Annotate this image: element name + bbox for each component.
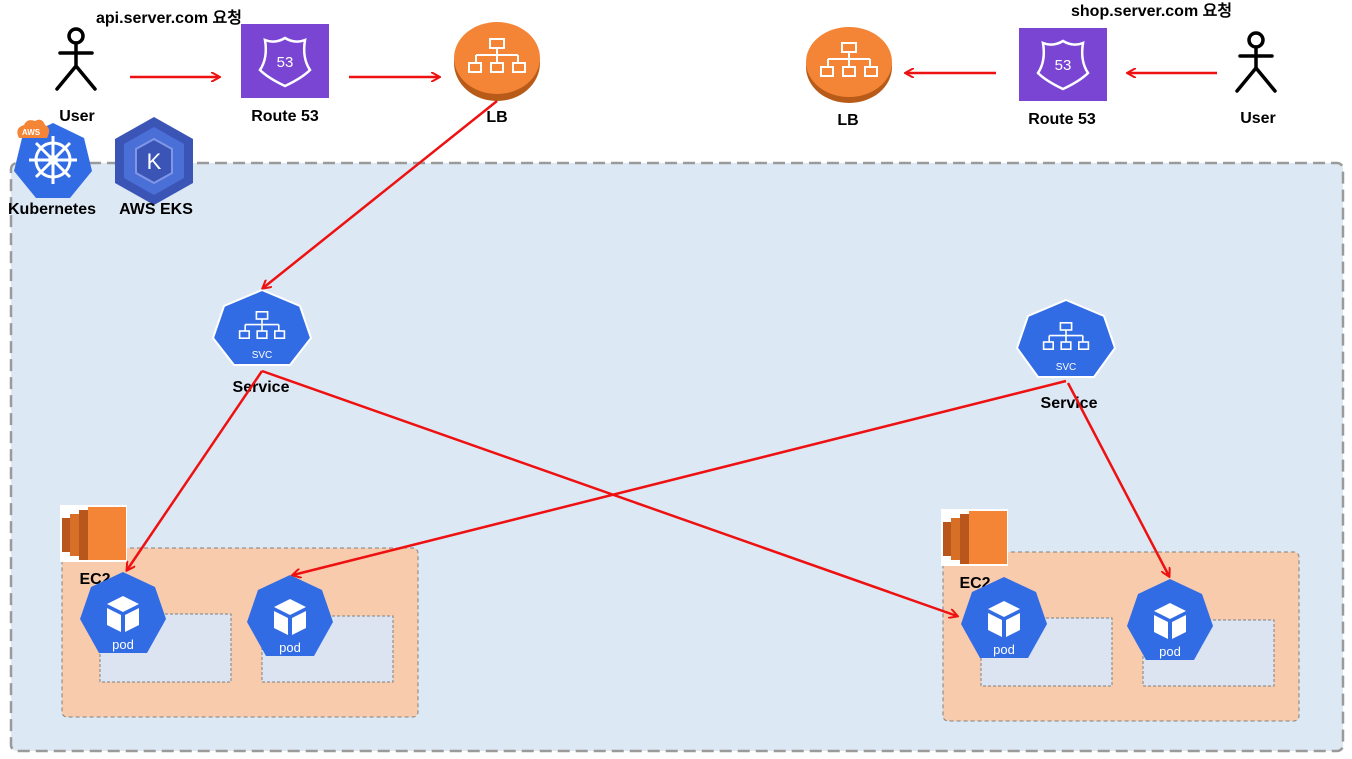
aws-eks-icon: K: [115, 117, 193, 205]
service-label: Service: [1041, 395, 1098, 412]
aws-eks-label: AWS EKS: [119, 201, 193, 218]
kubernetes-label: Kubernetes: [8, 201, 96, 218]
load-balancer-icon: [806, 27, 892, 103]
arrow-service-left-to-right-pod: [261, 369, 957, 616]
svg-text:pod: pod: [112, 637, 134, 652]
service-icon: SVC: [1015, 298, 1117, 378]
svg-text:K: K: [147, 149, 162, 174]
lb-label: LB: [486, 109, 507, 126]
svg-text:53: 53: [277, 54, 294, 71]
arrow-service-right-to-left-pod: [293, 379, 1067, 575]
svg-text:SVC: SVC: [1056, 362, 1077, 373]
user-icon: [1235, 31, 1277, 93]
load-balancer-icon: [454, 22, 540, 101]
user-icon: [55, 27, 97, 91]
route53-label: Route 53: [1028, 111, 1096, 128]
svg-text:pod: pod: [279, 640, 301, 655]
aws-badge: AWS: [22, 128, 41, 137]
request-label-right: shop.server.com 요청: [1071, 1, 1232, 20]
pod-icon: pod: [80, 572, 166, 653]
ec2-icon: [941, 509, 1008, 566]
service-icon: SVC: [211, 288, 313, 366]
route53-icon: 53: [241, 24, 329, 98]
arrow-service-right-to-pod: [1066, 382, 1169, 576]
pod-icon: pod: [961, 577, 1047, 658]
lb-label: LB: [837, 112, 858, 129]
ec2-icon: [60, 505, 127, 562]
svg-text:pod: pod: [993, 642, 1015, 657]
service-label: Service: [233, 379, 290, 396]
svg-text:SVC: SVC: [252, 350, 273, 361]
pod-icon: pod: [1127, 579, 1213, 660]
arrow-service-left-to-pod: [127, 370, 264, 570]
pod-icon: pod: [247, 575, 333, 656]
kubernetes-icon: AWS: [14, 119, 92, 198]
user-label: User: [1240, 110, 1276, 127]
request-label-left: api.server.com 요청: [96, 8, 242, 27]
route53-icon: 53: [1019, 28, 1107, 101]
svg-text:pod: pod: [1159, 644, 1181, 659]
user-label: User: [59, 108, 95, 125]
svg-text:53: 53: [1055, 57, 1072, 74]
arrow-lb-to-service-left: [263, 100, 498, 288]
route53-label: Route 53: [251, 108, 319, 125]
